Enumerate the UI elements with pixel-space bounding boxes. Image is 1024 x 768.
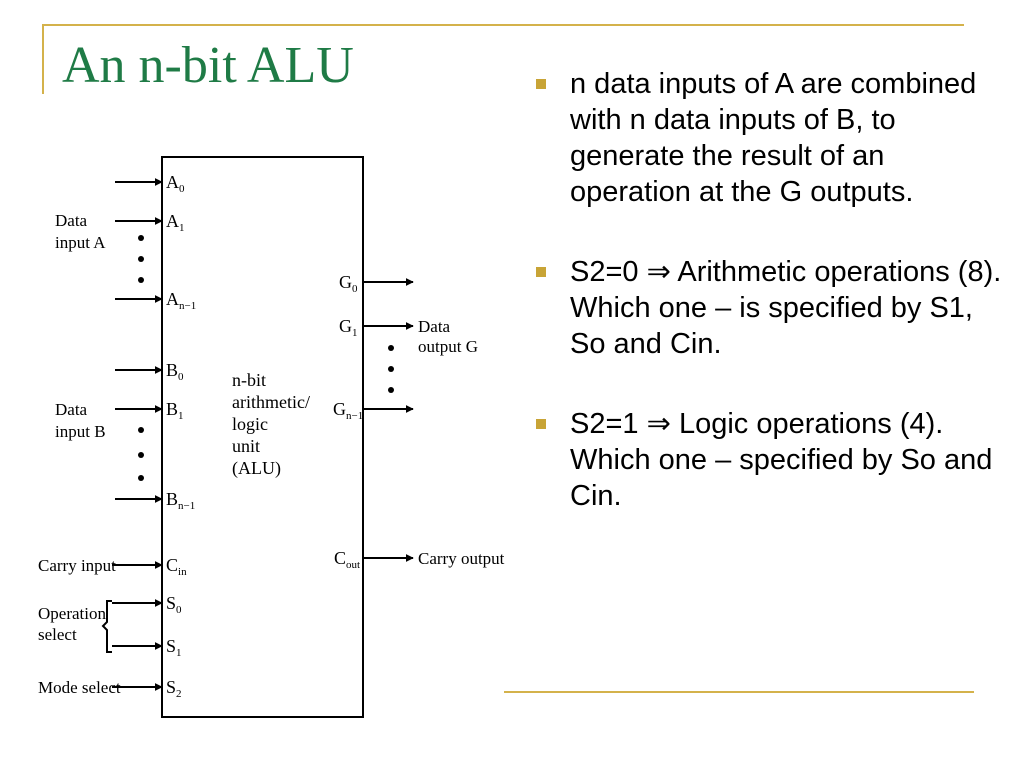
carry-input-label: Carry input	[38, 556, 116, 575]
pin-bn1: Bn−1	[166, 489, 195, 512]
carry-output-label: Carry output	[418, 549, 505, 568]
bullet-item: S2=0 ⇒ Arithmetic operations (8). Which …	[530, 254, 1010, 362]
bullet-item: S2=1 ⇒ Logic operations (4). Which one –…	[530, 406, 1010, 514]
pin-cin: Cin	[166, 555, 187, 578]
square-bullet-icon	[536, 79, 546, 89]
square-bullet-icon	[536, 419, 546, 429]
left-accent-line	[42, 24, 44, 94]
pin-b0: B0	[166, 360, 184, 383]
ellipsis-dots	[138, 235, 394, 481]
operation-select-label: Operation select	[38, 604, 110, 644]
data-input-a-label: Data input A	[55, 211, 106, 252]
pin-a0: A0	[166, 172, 185, 195]
square-bullet-icon	[536, 267, 546, 277]
top-accent-line	[42, 24, 964, 26]
bottom-accent-line	[504, 691, 974, 693]
data-output-g-label: Data output G	[418, 317, 478, 356]
alu-box	[161, 156, 364, 718]
pin-b1: B1	[166, 399, 184, 422]
pin-s1: S1	[166, 636, 182, 659]
pin-a1: A1	[166, 211, 185, 234]
alu-center-label: n-bit arithmetic/ logic unit (ALU)	[232, 370, 314, 479]
bullet-item: n data inputs of A are combined with n d…	[530, 66, 1010, 210]
data-input-b-label: Data input B	[55, 400, 106, 441]
operation-select-brace	[101, 600, 112, 653]
pin-g0: G0	[339, 272, 358, 295]
slide-title: An n-bit ALU	[62, 37, 354, 94]
pin-s0: S0	[166, 593, 182, 616]
pin-an1: An−1	[166, 289, 196, 312]
pin-g1: G1	[339, 316, 358, 339]
pin-s2: S2	[166, 677, 182, 700]
bullet-list: n data inputs of A are combined with n d…	[530, 66, 1010, 514]
pin-cout: Cout	[334, 548, 360, 571]
pin-gn1: Gn−1	[333, 399, 363, 422]
mode-select-label: Mode select	[38, 678, 121, 697]
